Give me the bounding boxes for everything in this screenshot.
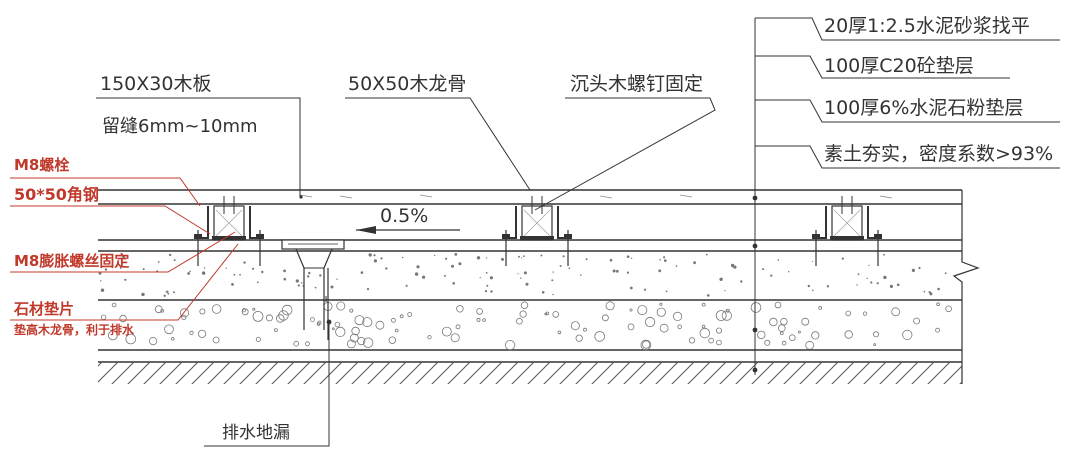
label-countersunk-screw: 沉头木螺钉固定 (570, 73, 703, 95)
break-mark (952, 190, 980, 384)
label-wood-board: 150X30木板 (100, 73, 211, 95)
label-gap: 留缝6mm~10mm (102, 116, 258, 137)
layer-soil (98, 361, 962, 384)
label-wood-joist: 50X50木龙骨 (348, 73, 466, 95)
label-layer-soil: 素土夯实，密度系数>93% (824, 143, 1053, 165)
layer-lime (98, 301, 962, 351)
slope-arrow (356, 226, 460, 234)
label-slope: 0.5% (380, 205, 428, 227)
layer-mortar (98, 239, 962, 252)
joist-assembly (812, 196, 882, 266)
label-layer-concrete: 100厚C20砼垫层 (824, 55, 974, 77)
layer-concrete (98, 253, 962, 301)
layer-wood-deck (98, 189, 962, 205)
floor-drain (281, 239, 345, 340)
label-layer-lime: 100厚6%水泥石粉垫层 (824, 97, 1023, 119)
label-layer-mortar: 20厚1:2.5水泥砂浆找平 (824, 15, 1030, 37)
label-stone-pad: 石材垫片 (13, 300, 74, 318)
label-angle-steel: 50*50角钢 (14, 185, 99, 204)
label-drain: 排水地漏 (222, 423, 290, 443)
joist-group (194, 196, 882, 266)
red-leader-lines (10, 177, 239, 321)
label-m8-expansion: M8膨胀螺丝固定 (14, 252, 129, 270)
label-stone-pad-note: 垫高木龙骨，利于排水 (14, 322, 135, 337)
joist-assembly (502, 196, 572, 266)
leader-dots (326, 195, 758, 373)
label-m8-bolt: M8螺栓 (14, 156, 69, 174)
joist-assembly (194, 196, 264, 266)
